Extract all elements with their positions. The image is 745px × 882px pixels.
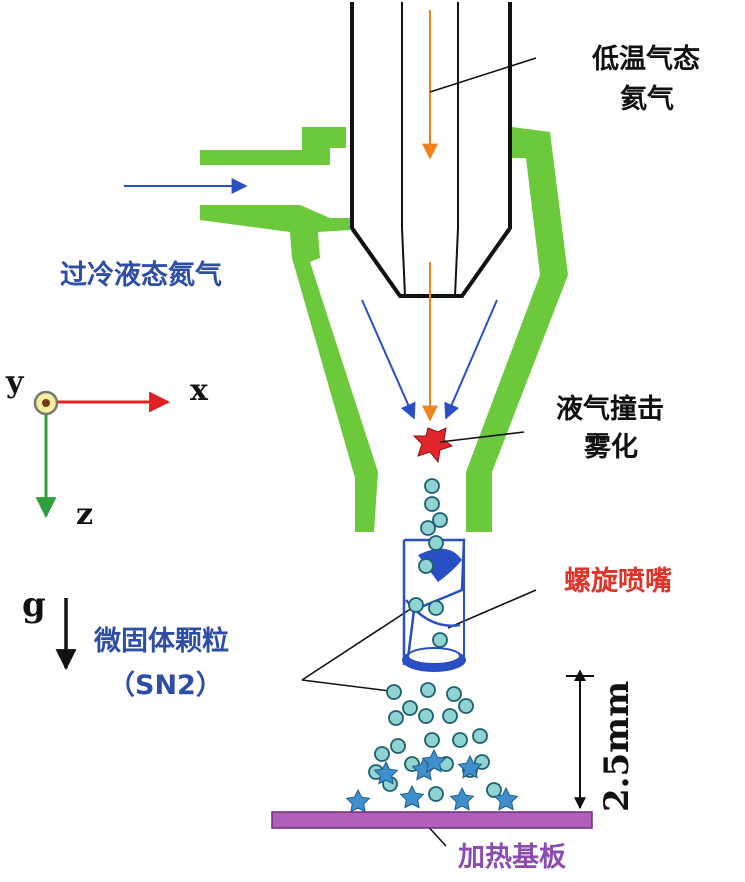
heated-substrate-label: 加热基板 <box>458 842 566 873</box>
droplet <box>424 732 440 748</box>
droplet <box>424 496 440 512</box>
liquid-flow-arrow-left <box>361 299 416 420</box>
particles-label-line2: （SN2） <box>108 670 223 701</box>
droplet <box>408 597 424 613</box>
droplet <box>420 520 436 536</box>
droplet <box>458 698 474 714</box>
impact-label-line1: 液气撞击 <box>556 393 664 425</box>
impact-point-marker <box>412 427 454 464</box>
droplet <box>418 558 434 574</box>
droplet <box>402 700 418 716</box>
droplet <box>424 478 440 494</box>
droplet <box>374 746 390 762</box>
cold-gas-label-line1: 低温气态 <box>591 44 700 75</box>
droplet <box>428 786 444 802</box>
droplet <box>446 686 462 702</box>
droplet <box>442 708 458 724</box>
spiral-nozzle <box>402 538 466 672</box>
crystal-particle <box>449 786 475 811</box>
droplet <box>452 732 468 748</box>
leader-cold-gas <box>429 57 537 93</box>
crystal-particle <box>399 784 425 809</box>
crystal-group <box>345 748 519 813</box>
particles-label-line1: 微固体颗粒 <box>93 626 229 657</box>
nozzle-body-right-wall <box>466 127 568 532</box>
droplet <box>432 632 448 648</box>
supercooled-liquid-label: 过冷液态氮气 <box>60 260 222 291</box>
y-axis-label: y <box>5 365 25 400</box>
leader-lines <box>301 57 537 847</box>
distance-dimension <box>566 669 594 810</box>
heated-substrate-plate <box>271 811 593 829</box>
coordinate-axes <box>33 390 171 519</box>
droplet <box>390 738 406 754</box>
droplet <box>420 682 436 698</box>
nozzle-body-left-wall <box>200 127 378 532</box>
spiral-nozzle-label: 螺旋喷嘴 <box>564 566 672 597</box>
cold-gas-label-line2: 氦气 <box>620 84 674 115</box>
gravity-label: g <box>22 585 46 625</box>
droplet <box>428 535 444 551</box>
droplet <box>386 684 402 700</box>
distance-label: 2.5mm <box>597 681 637 812</box>
crystal-particle <box>457 754 483 779</box>
crystal-particle <box>493 786 519 811</box>
x-axis-label: x <box>190 373 209 408</box>
crystal-particle <box>345 788 371 813</box>
inner-tube-channels <box>351 2 511 297</box>
z-axis-label: z <box>76 497 93 532</box>
crystal-particle <box>421 748 447 773</box>
crystal-particle <box>373 760 399 785</box>
droplet <box>432 512 448 528</box>
droplet <box>428 600 444 616</box>
droplet <box>388 710 404 726</box>
droplet <box>472 728 488 744</box>
leader-impact <box>439 431 525 443</box>
droplet <box>486 782 502 798</box>
droplet <box>418 708 434 724</box>
liquid-flow-arrow-right <box>444 299 498 420</box>
leader-spiral-nozzle <box>447 589 537 629</box>
leader-particles-a <box>301 607 413 681</box>
leader-particles-b <box>301 679 399 693</box>
impact-label-line2: 雾化 <box>584 432 638 463</box>
